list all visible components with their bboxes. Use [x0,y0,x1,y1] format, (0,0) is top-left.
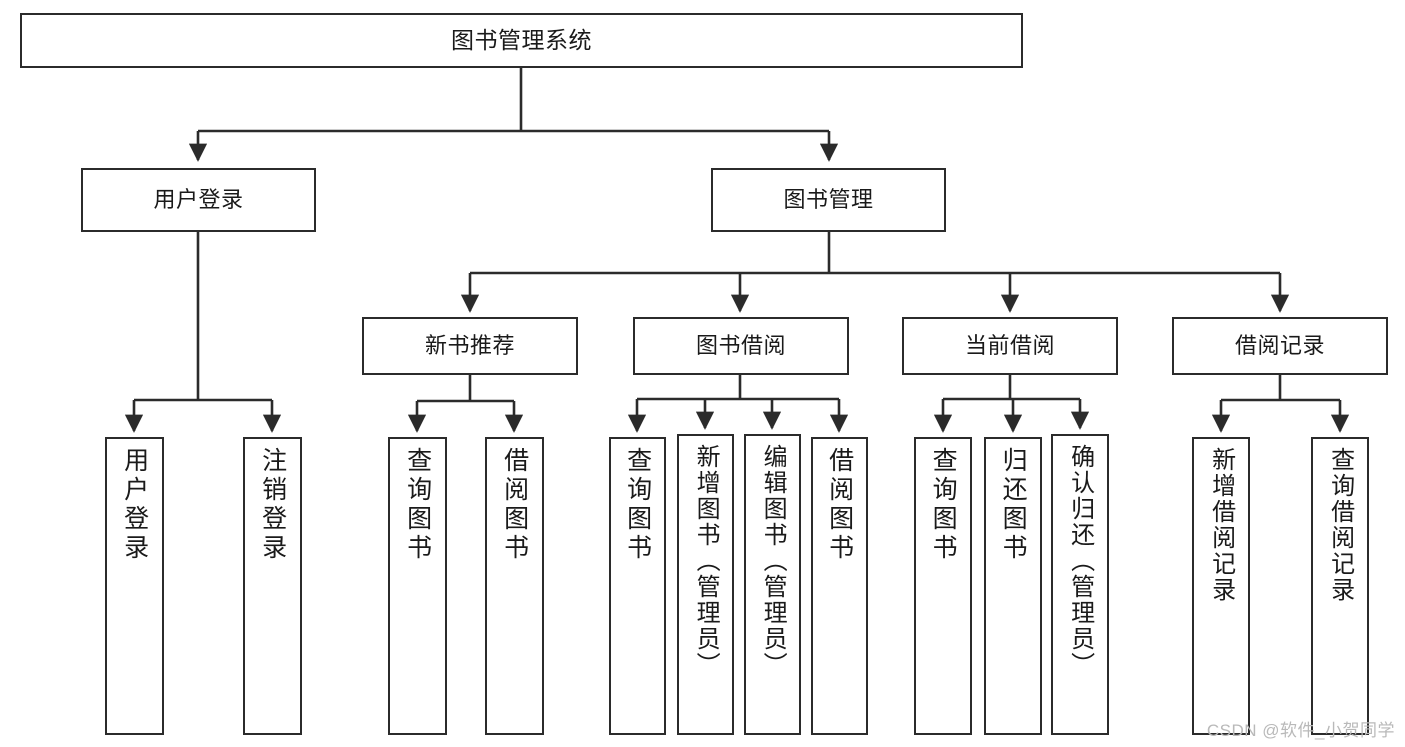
node-label: 新书推荐 [424,333,515,359]
node-book-management[interactable]: 图书管理 [711,168,946,232]
node-label: 用户登录 [153,187,244,213]
node-label: 图书管理 [783,187,874,213]
leaf-recommend-borrow-book[interactable]: 借阅图书 [485,437,544,735]
node-new-book-recommend[interactable]: 新书推荐 [362,317,578,375]
node-label: 查询图书 [623,447,652,563]
node-label: 查询图书 [929,447,958,563]
leaf-user-login-login[interactable]: 用户登录 [105,437,164,735]
leaf-borrow-add-book-admin[interactable]: 新增图书（管理员） [677,434,734,735]
node-label: 查询图书 [403,447,432,563]
leaf-record-query-record[interactable]: 查询借阅记录 [1311,437,1369,735]
node-label: 图书管理系统 [451,26,592,53]
node-label: 借阅图书 [825,447,854,563]
watermark-text: CSDN @软件_小贺同学 [1206,721,1395,740]
node-label: 新增借阅记录 [1207,447,1235,603]
leaf-borrow-edit-book-admin[interactable]: 编辑图书（管理员） [744,434,801,735]
node-label: 注销登录 [258,447,287,563]
node-borrow-record[interactable]: 借阅记录 [1172,317,1388,375]
leaf-user-login-logout[interactable]: 注销登录 [243,437,302,735]
node-label: 当前借阅 [964,333,1055,359]
leaf-borrow-borrow-book[interactable]: 借阅图书 [811,437,868,735]
leaf-record-add-record[interactable]: 新增借阅记录 [1192,437,1250,735]
node-label: 编辑图书（管理员） [759,444,787,678]
leaf-recommend-query-book[interactable]: 查询图书 [388,437,447,735]
node-label: 确认归还（管理员） [1066,444,1094,678]
node-book-borrow[interactable]: 图书借阅 [633,317,849,375]
leaf-current-return-book[interactable]: 归还图书 [984,437,1042,735]
node-root-system[interactable]: 图书管理系统 [20,13,1023,68]
node-current-borrow[interactable]: 当前借阅 [902,317,1118,375]
node-label: 查询借阅记录 [1326,447,1354,603]
node-label: 用户登录 [120,447,149,563]
leaf-current-confirm-return-admin[interactable]: 确认归还（管理员） [1051,434,1109,735]
node-label: 图书借阅 [695,333,786,359]
node-label: 归还图书 [999,447,1028,563]
node-label: 新增图书（管理员） [692,444,720,678]
node-label: 借阅记录 [1234,333,1325,359]
node-label: 借阅图书 [500,447,529,563]
leaf-borrow-query-book[interactable]: 查询图书 [609,437,666,735]
leaf-current-query-book[interactable]: 查询图书 [914,437,972,735]
node-user-login[interactable]: 用户登录 [81,168,316,232]
